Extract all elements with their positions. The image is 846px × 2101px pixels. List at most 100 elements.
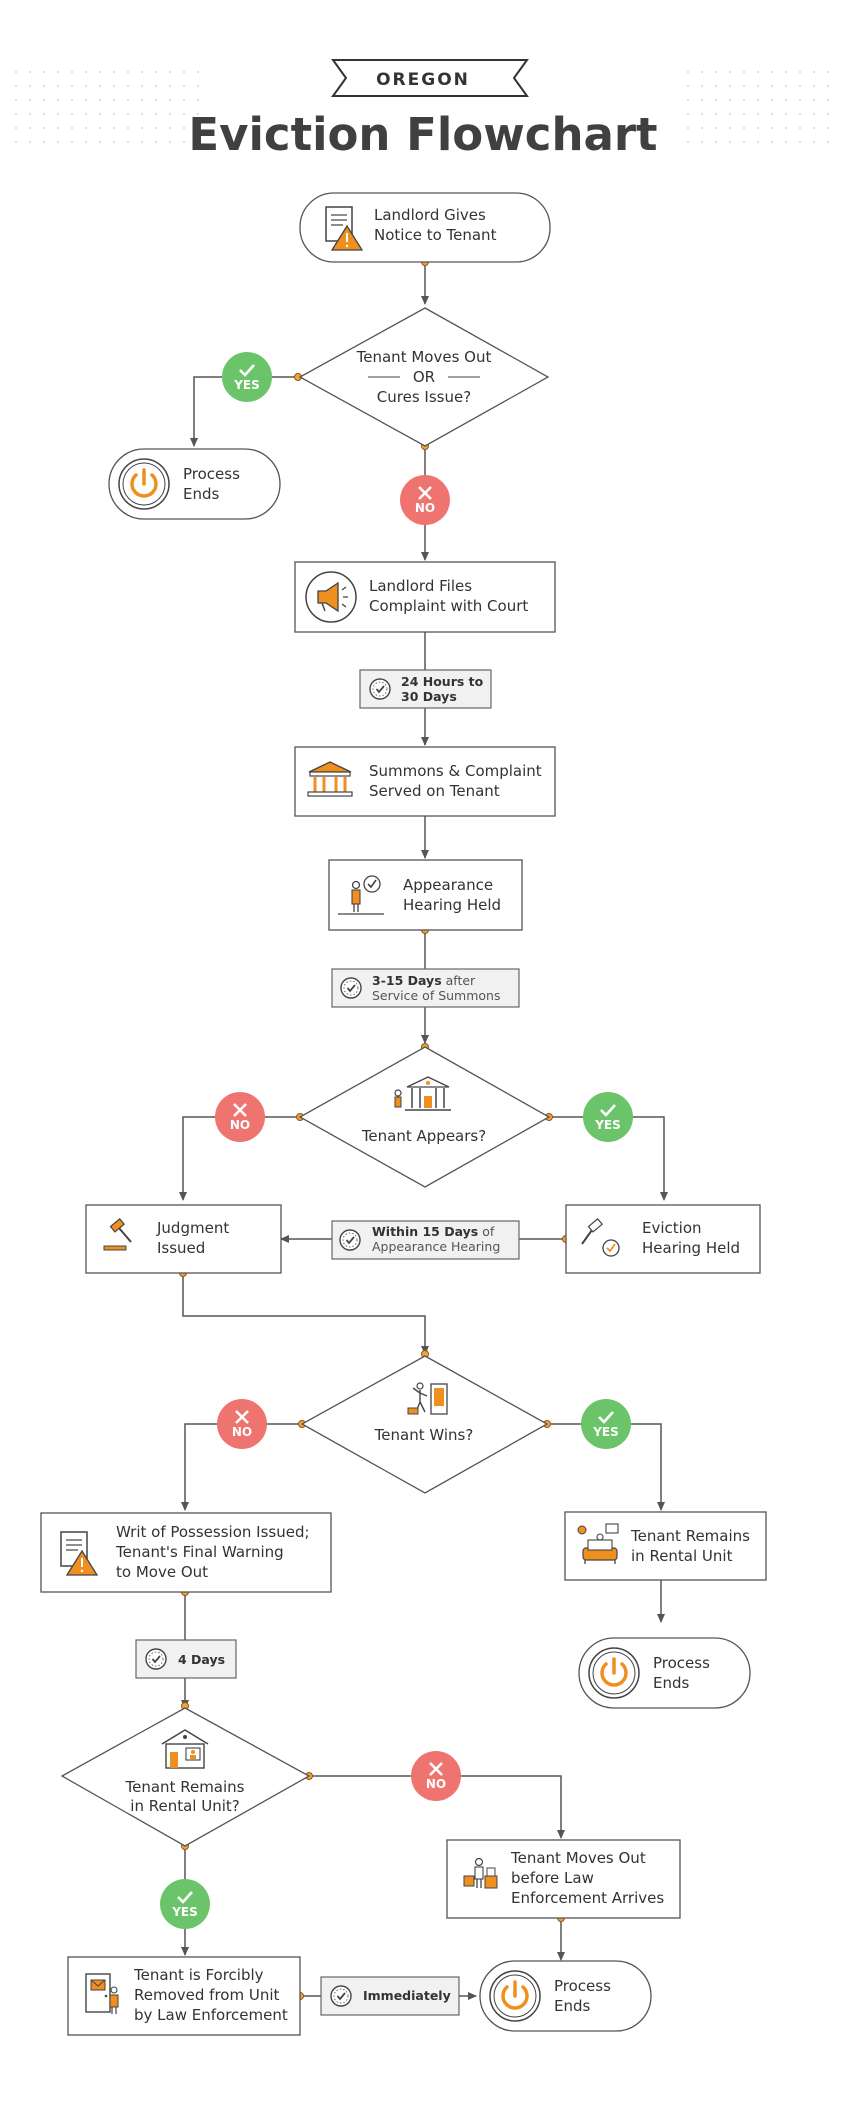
- decision-label: Tenant Wins?: [374, 1426, 474, 1444]
- node-label-line2: Hearing Held: [403, 896, 501, 914]
- dot-pattern-left: [5, 62, 210, 152]
- node-label-line3: to Move Out: [116, 1563, 208, 1581]
- clock-check-icon: [340, 977, 362, 999]
- svg-text:YES: YES: [592, 1425, 619, 1439]
- node-judgment-issued: Judgment Issued: [85, 1204, 282, 1274]
- decision-label: Tenant Appears?: [361, 1127, 486, 1145]
- node-label-line2: Ends: [183, 485, 220, 503]
- clock-check-icon: [339, 1229, 361, 1251]
- decision-label-line1: Tenant Remains: [125, 1778, 245, 1796]
- decision-label-line3: Cures Issue?: [377, 388, 471, 406]
- node-landlord-notice: Landlord Gives Notice to Tenant: [299, 192, 551, 263]
- node-label-line2: Tenant's Final Warning: [115, 1543, 284, 1561]
- yes-badge: YES: [222, 352, 272, 402]
- timeline-label-line2: 30 Days: [401, 689, 457, 704]
- timeline-label-line2: Appearance Hearing: [372, 1239, 500, 1254]
- node-label-line2: Ends: [554, 1997, 591, 2015]
- node-label-line2: Complaint with Court: [369, 597, 528, 615]
- person-boxes-icon: [463, 1857, 498, 1889]
- timeline-label: 4 Days: [178, 1652, 225, 1667]
- node-eviction-hearing: Eviction Hearing Held: [565, 1204, 761, 1274]
- clock-check-icon: [369, 678, 391, 700]
- timeline-within-15-days: Within 15 Days of Appearance Hearing: [331, 1220, 520, 1260]
- node-label-line1: Eviction: [642, 1219, 702, 1237]
- node-appearance-hearing: Appearance Hearing Held: [328, 859, 523, 931]
- decision-label-line2: in Rental Unit?: [130, 1797, 239, 1815]
- eviction-notice-door-icon: [85, 1973, 119, 2014]
- no-badge: NO: [411, 1751, 461, 1801]
- node-tenant-remains-unit: Tenant Remains in Rental Unit: [564, 1511, 767, 1581]
- node-process-ends-3: Process Ends: [479, 1960, 652, 2032]
- gavel-icon: [103, 1217, 132, 1251]
- node-label-line1: Tenant Moves Out: [510, 1849, 646, 1867]
- node-tenant-moves-before: Tenant Moves Out before Law Enforcement …: [446, 1839, 681, 1919]
- node-label-line1: Tenant is Forcibly: [133, 1966, 264, 1984]
- timeline-immediately: Immediately: [320, 1976, 460, 2016]
- living-room-icon: [577, 1523, 619, 1564]
- node-label-line1: Judgment: [156, 1219, 229, 1237]
- node-label-line2: Notice to Tenant: [374, 226, 497, 244]
- node-label-line1: Landlord Gives: [374, 206, 486, 224]
- gavel-check-icon: [581, 1217, 620, 1257]
- svg-text:YES: YES: [171, 1905, 198, 1919]
- decision-tenant-appears: Tenant Appears?: [298, 1046, 551, 1188]
- decision-tenant-wins: Tenant Wins?: [300, 1355, 549, 1494]
- svg-text:NO: NO: [426, 1777, 446, 1791]
- node-label-line2: before Law: [511, 1869, 594, 1887]
- svg-text:YES: YES: [233, 378, 260, 392]
- yes-badge: YES: [581, 1399, 631, 1449]
- node-process-ends-1: Process Ends: [108, 448, 281, 520]
- house-person-icon: [161, 1729, 209, 1769]
- no-badge: NO: [217, 1399, 267, 1449]
- timeline-3-15-days: 3-15 Days after Service of Summons: [331, 968, 520, 1008]
- node-label-line3: by Law Enforcement: [134, 2006, 288, 2024]
- node-label-line2: in Rental Unit: [631, 1547, 733, 1565]
- timeline-label-line1: Within 15 Days of: [372, 1224, 495, 1239]
- node-label-line2: Hearing Held: [642, 1239, 740, 1257]
- decision-label-line2: OR: [413, 368, 435, 386]
- node-label-line1: Landlord Files: [369, 577, 472, 595]
- timeline-label-line1: 3-15 Days after: [372, 973, 476, 988]
- header: OREGON Eviction Flowchart: [5, 59, 841, 161]
- state-ribbon: [331, 59, 529, 97]
- courthouse-person-icon: [394, 1076, 451, 1111]
- node-label-line3: Enforcement Arrives: [511, 1889, 664, 1907]
- notice-document-icon: [325, 206, 364, 251]
- power-icon: [488, 1969, 542, 2023]
- node-label-line1: Tenant Remains: [630, 1527, 750, 1545]
- node-writ-possession: Writ of Possession Issued; Tenant's Fina…: [40, 1512, 332, 1593]
- yes-badge: YES: [160, 1879, 210, 1929]
- page-title: Eviction Flowchart: [188, 108, 657, 161]
- node-label-line2: Removed from Unit: [134, 1986, 279, 2004]
- node-label-line2: Ends: [653, 1674, 690, 1692]
- node-tenant-removed: Tenant is Forcibly Removed from Unit by …: [67, 1956, 301, 2036]
- node-label-line1: Summons & Complaint: [369, 762, 542, 780]
- node-summons-served: Summons & Complaint Served on Tenant: [294, 746, 556, 817]
- writ-document-icon: [60, 1531, 99, 1576]
- node-label-line1: Writ of Possession Issued;: [116, 1523, 310, 1541]
- courthouse-icon: [307, 761, 353, 797]
- no-badge: NO: [400, 475, 450, 525]
- decision-tenant-remains: Tenant Remains in Rental Unit?: [60, 1707, 311, 1847]
- power-icon: [117, 457, 171, 511]
- svg-text:NO: NO: [232, 1425, 252, 1439]
- clock-check-icon: [330, 1985, 352, 2007]
- node-label-line1: Process: [554, 1977, 611, 1995]
- node-landlord-files: Landlord Files Complaint with Court: [294, 561, 556, 633]
- node-label-line2: Issued: [157, 1239, 205, 1257]
- megaphone-icon: [305, 571, 357, 623]
- timeline-24h-30d: 24 Hours to 30 Days: [359, 669, 492, 709]
- clock-check-icon: [145, 1648, 167, 1670]
- svg-text:YES: YES: [594, 1118, 621, 1132]
- no-badge: NO: [215, 1092, 265, 1142]
- node-label-line1: Process: [183, 465, 240, 483]
- power-icon: [587, 1646, 641, 1700]
- state-label: OREGON: [376, 70, 470, 90]
- person-check-icon: [338, 875, 384, 915]
- svg-text:NO: NO: [230, 1118, 250, 1132]
- decision-label-line1: Tenant Moves Out: [356, 348, 492, 366]
- timeline-label-line1: 24 Hours to: [401, 674, 484, 689]
- dot-pattern-right: [676, 62, 841, 152]
- node-label-line1: Process: [653, 1654, 710, 1672]
